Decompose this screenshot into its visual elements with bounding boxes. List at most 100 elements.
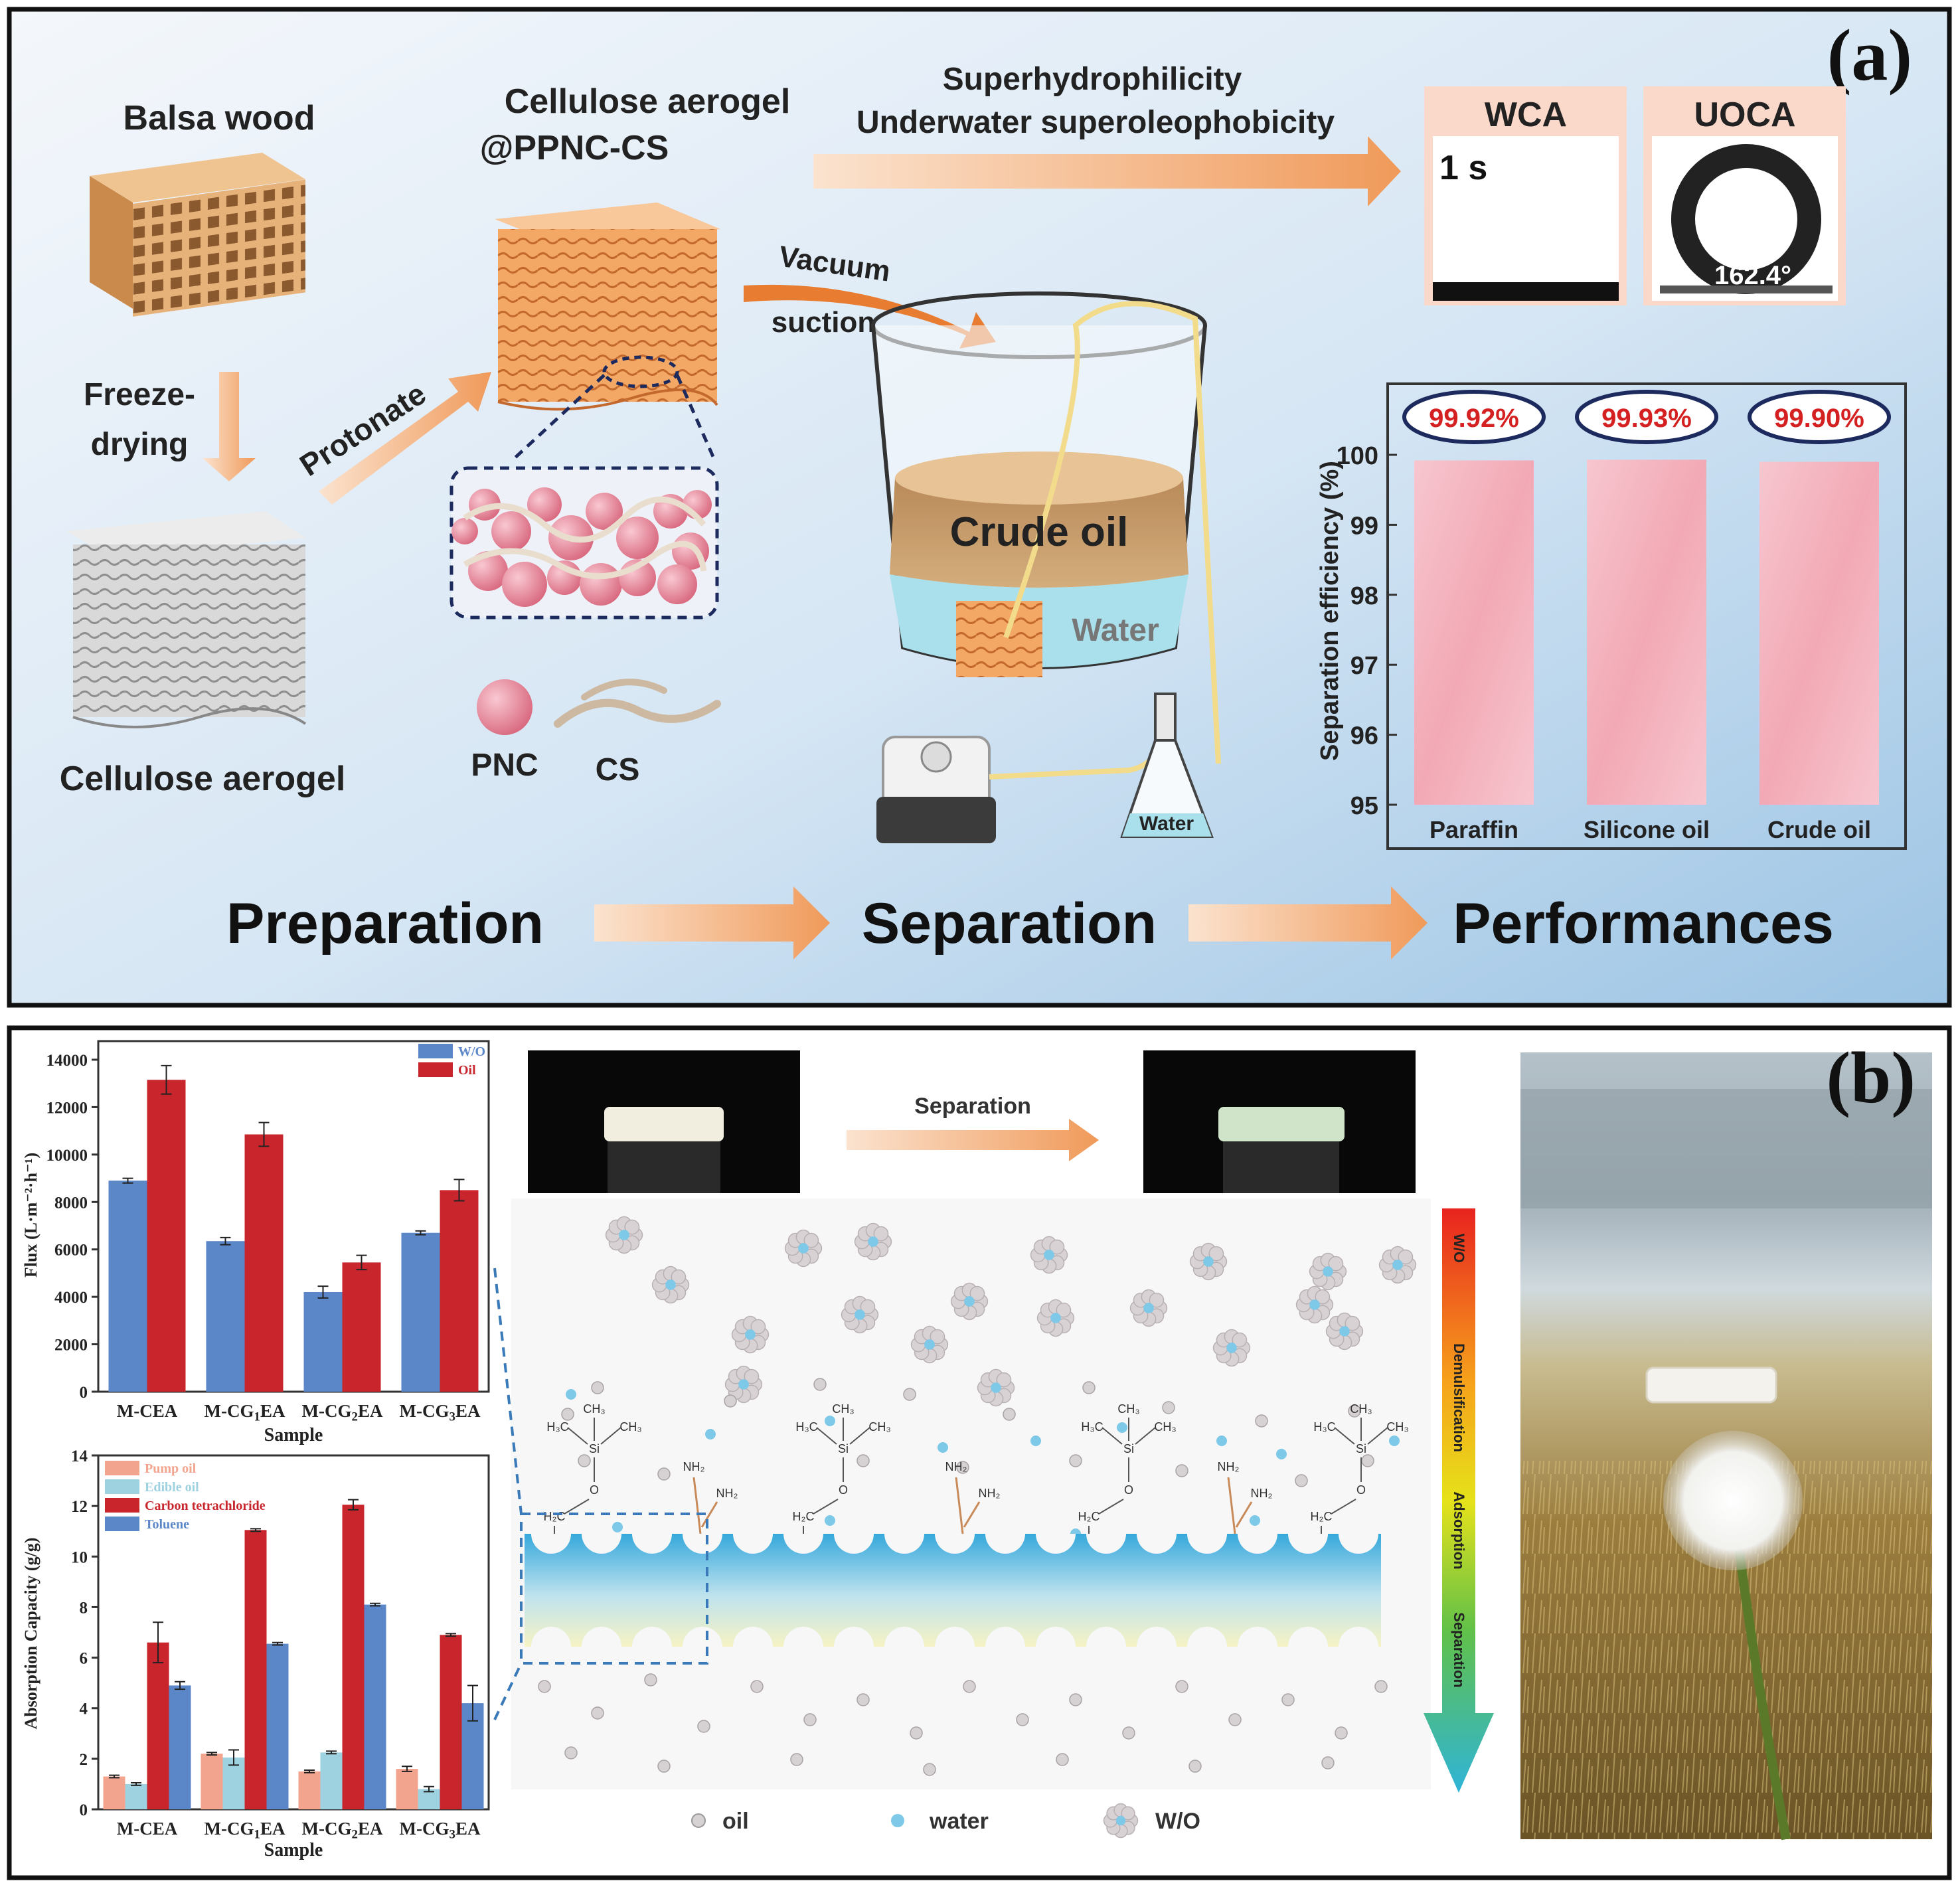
pnc-sphere xyxy=(616,517,659,559)
oil-particle xyxy=(1122,1726,1135,1740)
flux-x-tick-label: M-CEA xyxy=(117,1401,178,1421)
aerogel-in-water xyxy=(956,601,1042,677)
ch3-label: CH₃ xyxy=(583,1402,605,1416)
gradient-stage-label: Demulsification xyxy=(1451,1343,1467,1452)
h2c-label: H₂C xyxy=(1311,1510,1333,1523)
membrane-pore-top xyxy=(733,1534,773,1554)
absorption-y-tick-label: 4 xyxy=(80,1700,88,1718)
water-core xyxy=(1115,1815,1126,1826)
h2c-label: H₂C xyxy=(1078,1510,1100,1523)
oil-particle xyxy=(744,1368,760,1384)
flux-y-tick-label: 12000 xyxy=(46,1099,88,1117)
o-label: O xyxy=(839,1483,848,1497)
oil-particle xyxy=(923,1763,936,1776)
dandelion-photo xyxy=(1520,1052,1932,1841)
silane-bonds xyxy=(803,1418,870,1534)
oil-particle xyxy=(1374,1680,1388,1693)
water-core xyxy=(1044,1250,1054,1260)
flux-error-bar xyxy=(317,1285,329,1299)
membrane-pore-top xyxy=(1288,1534,1328,1554)
water-core xyxy=(1323,1266,1333,1277)
wo-legend-icon xyxy=(1103,1803,1139,1839)
absorption-bar xyxy=(364,1604,386,1809)
cellulose-aerogel-label: Cellulose aerogel xyxy=(60,760,346,798)
ch3-label: CH₃ xyxy=(1350,1402,1372,1416)
beaker xyxy=(871,291,1221,764)
efficiency-value-label: 99.92% xyxy=(1429,404,1519,433)
oil-particle xyxy=(803,1232,819,1248)
panel-a: (a) Balsa wood Freeze- drying Cellulose … xyxy=(7,7,1952,1008)
wo-droplet xyxy=(854,1222,892,1261)
zoom-ellipse xyxy=(602,355,679,388)
pnc-sphere xyxy=(586,493,623,530)
absorption-bar xyxy=(440,1635,462,1809)
wo-droplet xyxy=(1309,1252,1347,1291)
water-particle xyxy=(1030,1436,1041,1446)
absorption-bar xyxy=(169,1685,191,1809)
pnc-sphere-icon xyxy=(477,679,532,735)
water-core xyxy=(1203,1256,1214,1267)
absorption-bar xyxy=(418,1789,440,1809)
membrane-pore-top xyxy=(1238,1534,1277,1554)
water-core xyxy=(1392,1260,1403,1270)
oil-particle xyxy=(750,1680,764,1693)
wo-droplet xyxy=(1189,1242,1228,1281)
ch3-label: CH₃ xyxy=(832,1402,854,1416)
nh2-label: NH₂ xyxy=(979,1487,1001,1500)
absorption-error-bar xyxy=(206,1752,217,1756)
flux-y-tick-label: 10000 xyxy=(46,1147,88,1165)
absorption-legend-swatch xyxy=(105,1498,139,1513)
si-label: Si xyxy=(589,1442,600,1455)
water-core xyxy=(1143,1303,1154,1313)
oil-particle xyxy=(1208,1246,1224,1262)
oil-particle xyxy=(1255,1414,1268,1428)
absorption-y-tick-label: 6 xyxy=(80,1650,88,1668)
oil-particle xyxy=(538,1680,551,1693)
absorption-bar xyxy=(342,1505,365,1809)
si-label: Si xyxy=(1356,1442,1366,1455)
ch3-label: CH₃ xyxy=(1154,1420,1176,1434)
absorption-y-axis-label: Absorption Capacity (g/g) xyxy=(21,1538,41,1730)
water-core xyxy=(855,1309,865,1320)
membrane-pore-bottom xyxy=(1238,1627,1277,1647)
absorption-error-bar xyxy=(272,1641,283,1646)
flux-x-tick-label: M-CG2EA xyxy=(302,1401,383,1424)
flux-y-tick-label: 14000 xyxy=(46,1052,88,1070)
absorption-legend-label: Edible oil xyxy=(145,1480,199,1495)
pnc-cs-inset xyxy=(451,487,712,607)
absorption-x-tick-label: M-CG1EA xyxy=(204,1819,286,1841)
flux-x-tick-label: M-CG3EA xyxy=(400,1401,481,1424)
efficiency-y-tick-label: 95 xyxy=(1350,792,1378,820)
oil-particle xyxy=(860,1299,876,1315)
oil-particle xyxy=(671,1269,687,1285)
wo-droplet xyxy=(731,1315,770,1354)
ppnc-aerogel-stack xyxy=(495,203,720,411)
membrane-pore-bottom xyxy=(632,1627,672,1647)
membrane-pore-top xyxy=(1086,1534,1126,1554)
flux-legend-label: Oil xyxy=(458,1063,476,1078)
pnc-label: PNC xyxy=(471,748,538,783)
water-particle xyxy=(1216,1436,1227,1446)
separation-arrow xyxy=(847,1119,1099,1161)
wo-droplet xyxy=(1325,1312,1364,1351)
efficiency-y-tick-label: 100 xyxy=(1337,442,1378,470)
absorption-legend-swatch xyxy=(105,1461,139,1475)
oil-particle xyxy=(1361,1454,1374,1467)
absorption-error-bar xyxy=(153,1621,163,1664)
flux-y-tick-label: 6000 xyxy=(54,1242,88,1260)
flux-bar xyxy=(206,1241,245,1392)
absorption-error-bar xyxy=(228,1749,239,1766)
oil-particle xyxy=(1016,1713,1029,1726)
panel-b-label: (b) xyxy=(1827,1037,1916,1118)
membrane-pore-top xyxy=(1339,1534,1378,1554)
free-particles xyxy=(538,1378,1400,1776)
ch3-label: CH₃ xyxy=(1117,1402,1139,1416)
flux-legend-swatch xyxy=(418,1062,453,1077)
oil-particle xyxy=(657,1760,671,1773)
oil-particle xyxy=(1232,1332,1248,1348)
protonate-arrow xyxy=(319,372,491,505)
absorption-bar xyxy=(147,1642,169,1809)
